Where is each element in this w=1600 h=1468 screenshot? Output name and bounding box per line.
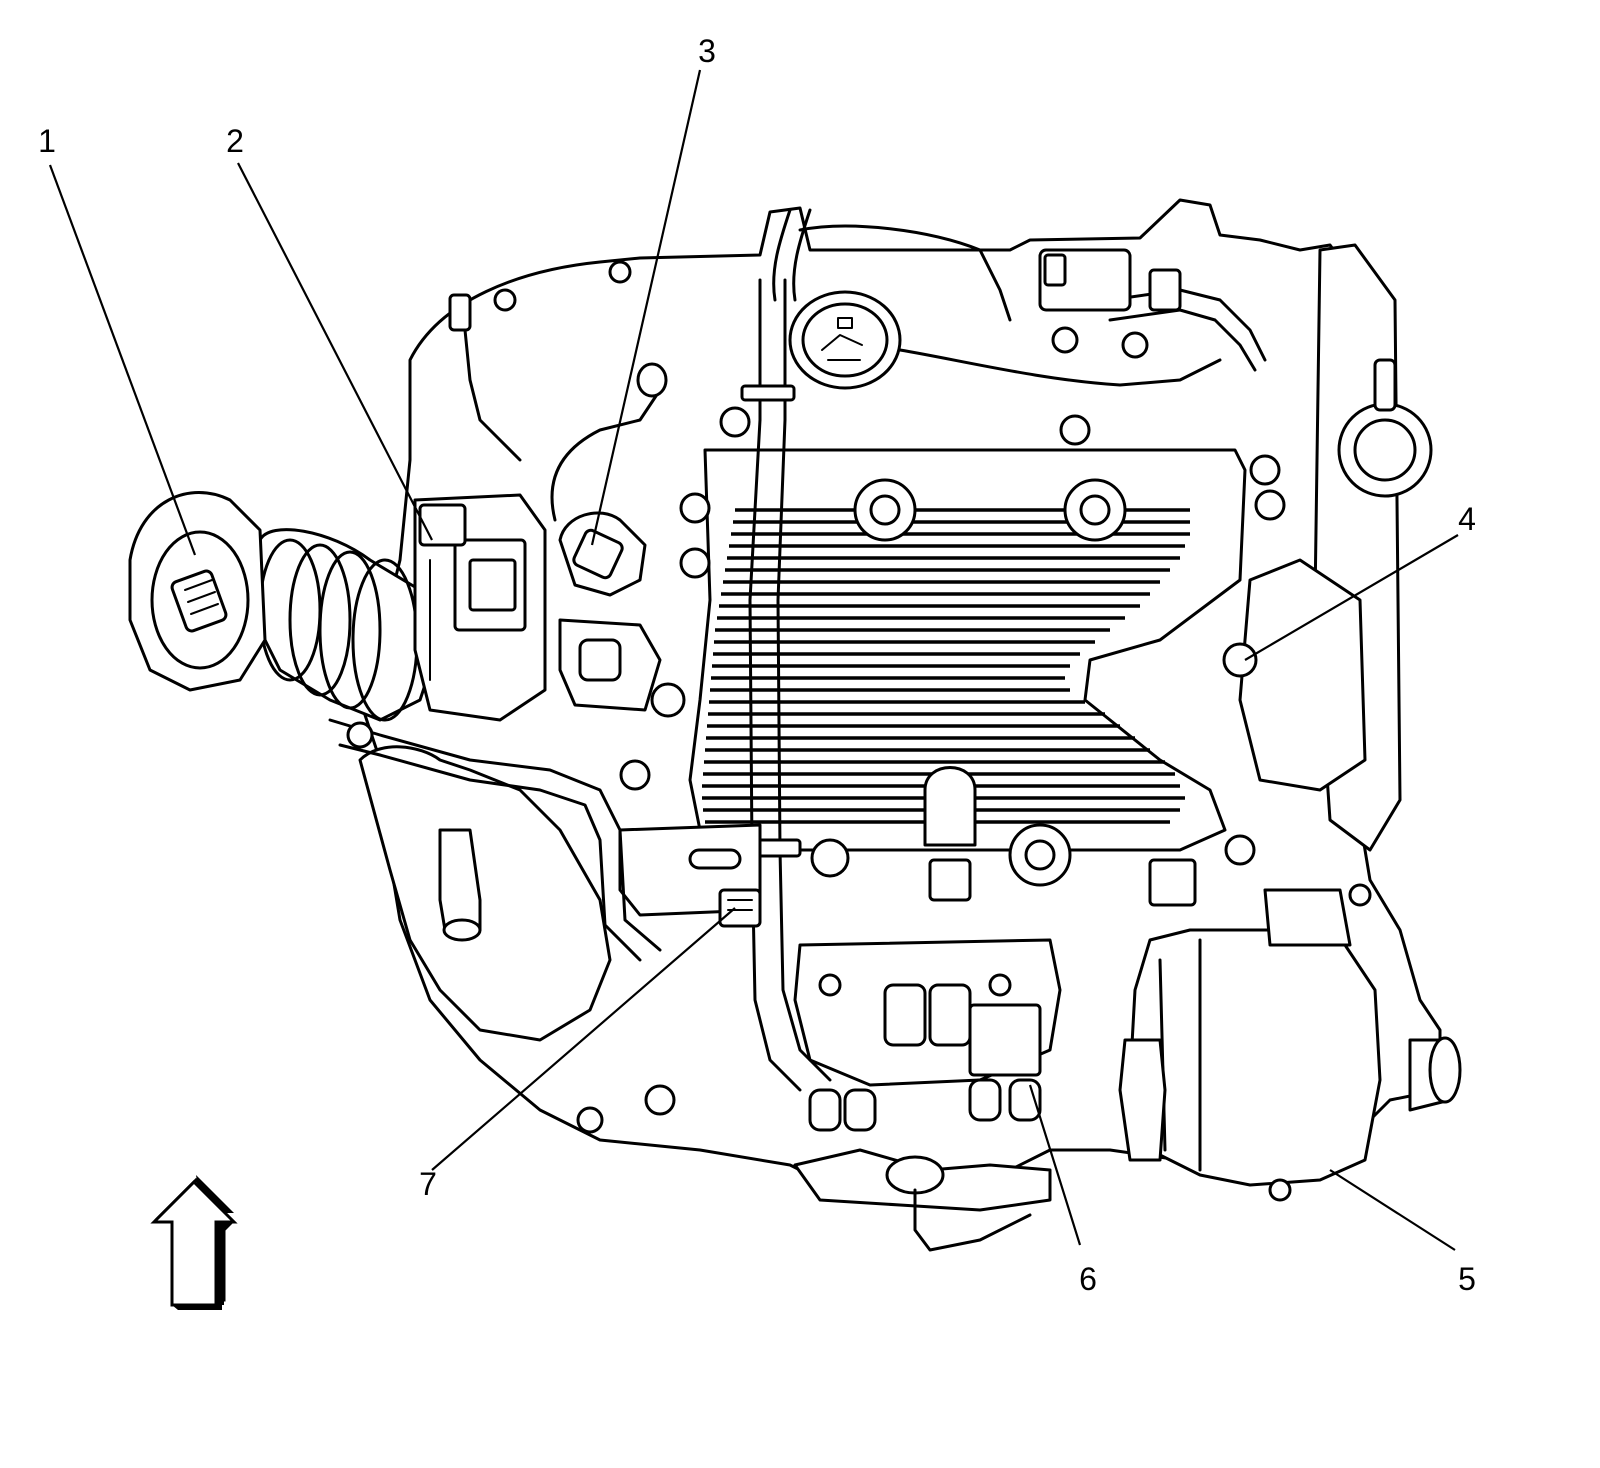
pipe-clamp-upper <box>740 384 796 402</box>
crossover-hose <box>772 208 812 302</box>
right-pulley-assembly <box>1222 243 1433 907</box>
sensor-lead <box>913 1188 1032 1252</box>
callout-leaders <box>48 69 1459 1251</box>
leader-7 <box>431 907 736 1171</box>
callout-3: 3 <box>698 33 716 69</box>
callout-labels: 1 2 3 4 5 6 7 <box>38 33 1476 1297</box>
lower-left-hose <box>328 718 662 962</box>
intake-bellow-2 <box>288 543 352 697</box>
throttle-sensor-connector <box>170 569 228 633</box>
left-manifold <box>358 745 612 1042</box>
leader-4 <box>1244 534 1459 661</box>
component-2-block <box>413 493 547 722</box>
leader-3 <box>590 69 702 546</box>
leader-2 <box>237 162 433 541</box>
callout-4: 4 <box>1458 501 1476 537</box>
top-hose <box>798 224 1012 322</box>
component-7-connector <box>718 888 762 928</box>
component-5-reservoir <box>1118 888 1462 1202</box>
leader-5 <box>1329 1169 1456 1251</box>
plenum-fins <box>702 508 1190 824</box>
component-3-sensor <box>550 362 668 597</box>
intake-bellow-3 <box>318 550 382 710</box>
oil-filler-cap <box>788 290 902 390</box>
callout-1: 1 <box>38 123 56 159</box>
callout-2: 2 <box>226 123 244 159</box>
intake-plenum <box>688 448 1247 907</box>
callout-5: 5 <box>1458 1261 1476 1297</box>
throttle-body-assembly <box>128 491 442 722</box>
callout-7: 7 <box>419 1166 437 1202</box>
callout-6: 6 <box>1079 1261 1097 1297</box>
front-direction-arrow-icon <box>150 1175 238 1310</box>
leader-1 <box>48 164 197 556</box>
engine-illustration <box>128 198 1462 1252</box>
leader-6 <box>1028 1084 1082 1246</box>
ignition-module <box>793 938 1062 1132</box>
intake-tube <box>253 528 442 722</box>
coolant-pipe <box>898 348 1222 387</box>
lower-pipe-end <box>442 918 482 942</box>
